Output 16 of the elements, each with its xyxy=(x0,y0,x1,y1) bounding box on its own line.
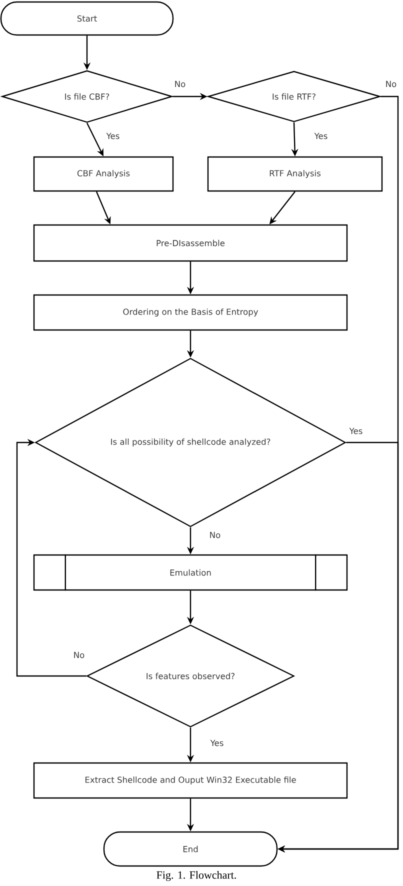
edge-label: No xyxy=(384,80,398,88)
process-box: Pre-DIsassemble xyxy=(33,224,348,262)
process-box: RTF Analysis xyxy=(207,156,383,192)
edge-label: Yes xyxy=(105,132,121,140)
edge-label: No xyxy=(72,650,86,660)
process-box: Extract Shellcode and Ouput Win32 Executable file xyxy=(33,762,348,799)
arrow xyxy=(16,438,86,677)
edge-label: Yes xyxy=(348,426,364,436)
caption: Fig. 1. Flowchart. xyxy=(156,871,236,881)
predefined-process-box: Emulation xyxy=(33,554,348,591)
edge-label: Yes xyxy=(209,738,225,748)
edge-label: Yes xyxy=(313,132,329,140)
edge-label: No xyxy=(208,530,222,540)
process-box: Ordering on the Basis of Entropy xyxy=(33,294,348,331)
edge-label: No xyxy=(173,80,187,88)
process-box: CBF Analysis xyxy=(33,156,174,192)
